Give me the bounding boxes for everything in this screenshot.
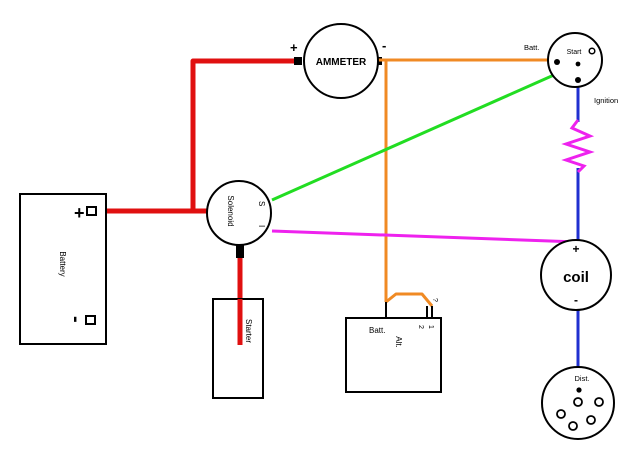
- ammeter-body: [303, 23, 379, 99]
- ammeter: AMMETER + -: [290, 23, 386, 99]
- distributor-label: Dist.: [575, 374, 590, 383]
- switch-start-terminal: [575, 61, 581, 67]
- solenoid-s-label: S: [257, 201, 266, 206]
- distributor-post-2: [594, 397, 604, 407]
- alt-label: Alt.: [394, 336, 403, 348]
- distributor-post-1: [573, 397, 583, 407]
- ammeter-plus-stud: [294, 57, 302, 65]
- alternator-body: [345, 317, 442, 393]
- ballast-resistor: [561, 119, 595, 174]
- starter-label: Starter: [244, 319, 253, 343]
- switch-body: [547, 32, 603, 88]
- solenoid-output-stud: [236, 244, 244, 258]
- distributor-post-3: [556, 409, 566, 419]
- battery-minus-terminal: [85, 315, 96, 325]
- switch-start-label: Start: [567, 49, 582, 56]
- solenoid: Solenoid S I: [206, 180, 272, 246]
- solenoid-i-label: I: [257, 225, 266, 227]
- distributor-post-4: [586, 415, 596, 425]
- junction-to-ammeter-wire: [190, 58, 300, 211]
- distributor: Dist.: [541, 366, 615, 440]
- start-signal-wire: [271, 61, 582, 202]
- switch-batt-terminal: [554, 59, 560, 65]
- ignition-switch: Start Batt. Ignition: [524, 32, 618, 105]
- coil-plus-label: +: [572, 242, 579, 256]
- ammeter-minus-label: -: [382, 38, 386, 53]
- alternator-jumper-wire: [385, 292, 434, 307]
- ammeter-plus-label: +: [290, 40, 298, 55]
- alt-question-label: ?: [431, 298, 438, 302]
- solenoid-to-coil-wire: [271, 229, 579, 244]
- solenoid-label: Solenoid: [226, 195, 235, 226]
- coil-label: coil: [563, 269, 589, 286]
- battery-label: Battery: [58, 251, 67, 276]
- coil-minus-label: -: [574, 293, 578, 307]
- distributor-center-terminal: [576, 387, 582, 393]
- ammeter-label: AMMETER: [316, 57, 367, 68]
- battery-plus-label: +: [74, 203, 85, 223]
- battery-minus-label: -: [65, 316, 87, 323]
- alt-terminal-1-label: 1: [427, 325, 434, 329]
- coil: coil + -: [540, 239, 612, 311]
- switch-ignition-label: Ignition: [594, 96, 618, 105]
- solenoid-body: [206, 180, 272, 246]
- distributor-post-5: [568, 421, 578, 431]
- alt-batt-label: Batt.: [369, 326, 385, 335]
- charge-wires: [378, 58, 556, 307]
- alternator: Batt. 2 1 ? Alt.: [345, 298, 442, 393]
- switch-ignition-terminal: [575, 77, 581, 83]
- coil-body: [540, 239, 612, 311]
- alt-terminal-2-label: 2: [417, 325, 424, 329]
- battery: + - Battery: [19, 193, 107, 345]
- switch-aux-terminal: [588, 47, 596, 55]
- starter: Starter: [212, 298, 264, 399]
- switch-batt-label: Batt.: [524, 43, 539, 52]
- battery-plus-terminal: [86, 206, 97, 216]
